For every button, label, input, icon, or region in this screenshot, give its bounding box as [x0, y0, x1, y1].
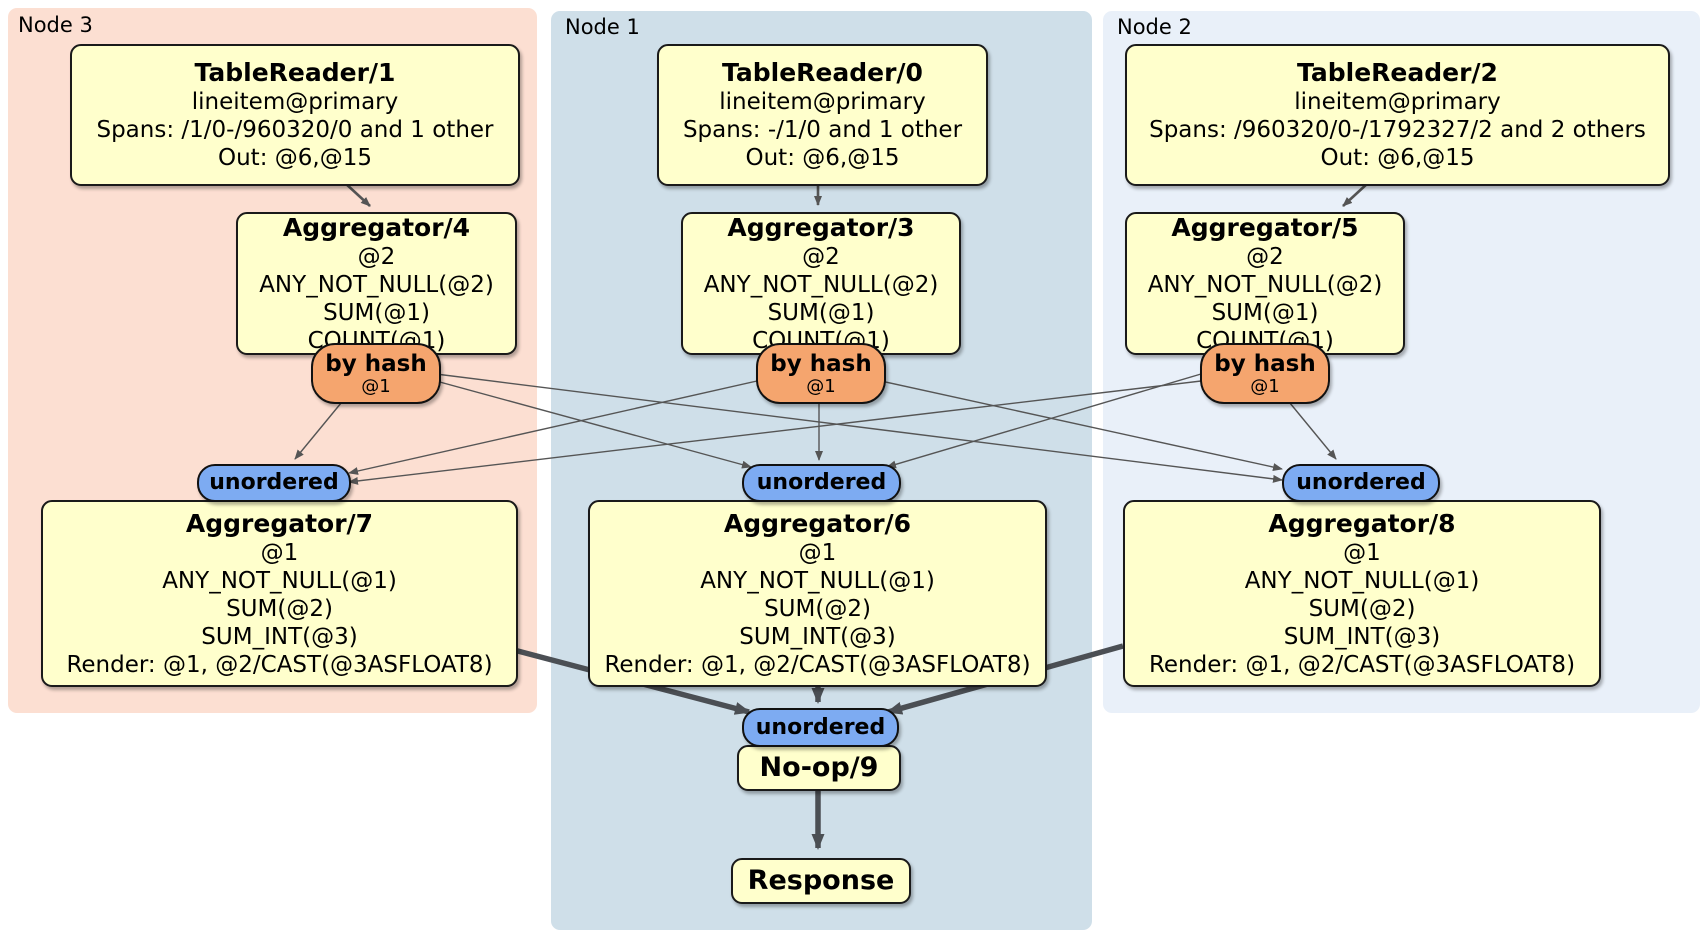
node-title: Aggregator/3: [727, 212, 915, 242]
node-detail: Spans: -/1/0 and 1 other: [682, 117, 963, 143]
node-title: TableReader/2: [1297, 58, 1498, 87]
node-detail: ANY_NOT_NULL(@1): [700, 567, 935, 594]
unordered-merge-label: unordered: [755, 714, 886, 740]
node-aggregator7: Aggregator/7 @1 ANY_NOT_NULL(@1) SUM(@2)…: [41, 500, 518, 687]
node-detail: ANY_NOT_NULL(@1): [1244, 567, 1480, 594]
node-title: TableReader/1: [194, 58, 396, 87]
node-detail: @1: [1343, 539, 1381, 566]
node-title: No-op/9: [759, 752, 879, 783]
node-detail: SUM(@1): [1211, 299, 1319, 326]
node-detail: Out: @6,@15: [745, 145, 900, 171]
node-detail: @2: [1246, 243, 1284, 270]
node-detail: Render: @1, @2/CAST(@3ASFLOAT8): [604, 651, 1031, 678]
panel-label-node2: Node 2: [1117, 15, 1192, 39]
node-detail: ANY_NOT_NULL(@2): [1147, 271, 1383, 298]
node-detail: SUM_INT(@3): [1283, 623, 1441, 650]
arrow-tablereader1-to-aggregator4: [344, 182, 371, 207]
node-detail: Out: @6,@15: [218, 145, 372, 171]
unordered-merge-node1: unordered: [742, 464, 901, 502]
node-detail: ANY_NOT_NULL(@1): [162, 567, 397, 594]
node-noop: No-op/9: [737, 745, 901, 791]
node-detail: Spans: /960320/0-/1792327/2 and 2 others: [1149, 117, 1646, 143]
node-title: Aggregator/5: [1171, 212, 1359, 242]
node-aggregator3: Aggregator/3 @2 ANY_NOT_NULL(@2) SUM(@1)…: [681, 212, 961, 355]
node-detail: lineitem@primary: [191, 89, 399, 115]
edge-hash-node3-to-merge-node2: [435, 373, 1283, 483]
arrow-tablereader2-to-aggregator5: [1342, 182, 1369, 207]
panel-label-node1: Node 1: [565, 15, 640, 39]
hash-router-node3: by hash @1: [311, 343, 441, 404]
node-detail: SUM_INT(@3): [739, 623, 896, 650]
node-detail: @2: [357, 243, 396, 270]
edge-hash-node2-to-merge-node1: [886, 373, 1202, 469]
node-detail: lineitem@primary: [1294, 89, 1501, 115]
edge-hash-node1-to-merge-node3: [348, 380, 758, 475]
edge-hash-node1-to-merge-node2: [880, 380, 1283, 471]
node-detail: SUM(@2): [226, 595, 333, 622]
unordered-merge-label: unordered: [756, 470, 887, 495]
node-detail: Out: @6,@15: [1320, 145, 1475, 171]
node-detail: ANY_NOT_NULL(@2): [703, 271, 939, 298]
node-detail: Render: @1, @2/CAST(@3ASFLOAT8): [1148, 651, 1576, 678]
edge-hash-node2-to-merge-node3: [348, 380, 1202, 485]
node-aggregator8: Aggregator/8 @1 ANY_NOT_NULL(@1) SUM(@2)…: [1123, 500, 1601, 687]
hash-router-label: by hash: [325, 350, 427, 377]
edge-hash-node3-to-merge-node3: [294, 396, 347, 460]
hash-router-key: @1: [806, 375, 836, 397]
node-tablereader2: TableReader/2 lineitem@primary Spans: /9…: [1125, 44, 1670, 186]
node-detail: Render: @1, @2/CAST(@3ASFLOAT8): [66, 651, 493, 678]
node-detail: @1: [798, 539, 837, 566]
node-detail: SUM(@1): [767, 299, 875, 326]
node-response: Response: [731, 858, 911, 904]
node-detail: ANY_NOT_NULL(@2): [259, 271, 494, 298]
node-aggregator4: Aggregator/4 @2 ANY_NOT_NULL(@2) SUM(@1)…: [236, 212, 517, 355]
unordered-merge-final: unordered: [742, 708, 899, 747]
hash-router-key: @1: [1250, 375, 1280, 397]
node-detail: @1: [260, 539, 299, 566]
edge-hash-node2-to-merge-node2: [1284, 396, 1337, 460]
node-title: Response: [747, 865, 895, 896]
node-detail: lineitem@primary: [719, 89, 926, 115]
node-title: TableReader/0: [722, 58, 923, 87]
unordered-merge-label: unordered: [1296, 470, 1426, 495]
unordered-merge-node3: unordered: [197, 464, 351, 502]
node-tablereader0: TableReader/0 lineitem@primary Spans: -/…: [657, 44, 988, 186]
hash-router-key: @1: [361, 375, 391, 397]
hash-router-label: by hash: [770, 350, 872, 377]
node-title: Aggregator/4: [282, 212, 471, 242]
node-tablereader1: TableReader/1 lineitem@primary Spans: /1…: [70, 44, 520, 186]
node-aggregator5: Aggregator/5 @2 ANY_NOT_NULL(@2) SUM(@1)…: [1125, 212, 1405, 355]
edge-hash-node3-to-merge-node1: [435, 380, 752, 469]
node-detail: SUM(@2): [764, 595, 871, 622]
node-title: Aggregator/8: [1268, 508, 1456, 538]
hash-router-node1: by hash @1: [756, 343, 886, 404]
node-detail: SUM(@1): [323, 299, 430, 326]
node-detail: SUM(@2): [1308, 595, 1416, 622]
node-title: Aggregator/6: [723, 508, 912, 538]
node-detail: @2: [802, 243, 840, 270]
unordered-merge-node2: unordered: [1282, 464, 1440, 502]
unordered-merge-label: unordered: [209, 470, 339, 495]
node-detail: SUM_INT(@3): [201, 623, 358, 650]
panel-label-node3: Node 3: [18, 13, 93, 37]
hash-router-node2: by hash @1: [1200, 343, 1330, 404]
node-title: Aggregator/7: [185, 508, 374, 538]
node-aggregator6: Aggregator/6 @1 ANY_NOT_NULL(@1) SUM(@2)…: [588, 500, 1047, 687]
node-detail: Spans: /1/0-/960320/0 and 1 other: [96, 117, 494, 143]
hash-router-label: by hash: [1214, 350, 1316, 377]
